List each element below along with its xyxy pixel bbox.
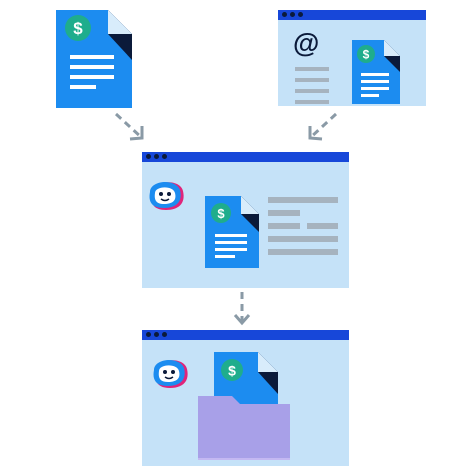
bot-mascot-icon [150,354,190,390]
svg-text:$: $ [228,363,236,379]
svg-text:$: $ [217,206,225,221]
extracted-field-line [268,249,338,255]
text-line [295,89,329,93]
bot-mascot-icon [146,176,186,212]
arrow-email-to-processing [308,112,338,141]
svg-text:$: $ [363,48,370,62]
svg-text:$: $ [73,19,83,38]
extracted-field-line [268,236,338,242]
dollar-badge-icon [65,15,91,41]
dollar-badge-icon [357,45,375,63]
invoice-document-small: $ [352,40,400,104]
window-controls [146,332,167,337]
email-window-with-invoice: @ $ [278,10,426,106]
arrow-doc-to-processing [114,112,144,141]
text-line [295,78,329,82]
invoice-document-medium: $ [205,196,259,268]
window-controls [282,12,303,17]
extracted-field-line [268,210,300,216]
at-sign-icon: @ [293,28,320,58]
folder-with-invoice-icon: $ [198,352,294,460]
extracted-field-line [268,223,300,229]
processing-window-with-bot: $ [142,152,349,288]
extracted-field-line [307,223,338,229]
window-controls [146,154,167,159]
extracted-field-line [268,197,338,203]
dollar-badge-icon [211,203,231,223]
output-window-with-folder: $ [142,330,349,466]
text-line [295,100,329,104]
dollar-badge-icon [221,359,243,381]
text-line [295,67,329,71]
arrow-processing-to-output [233,292,251,326]
invoice-document: $ [56,10,132,108]
